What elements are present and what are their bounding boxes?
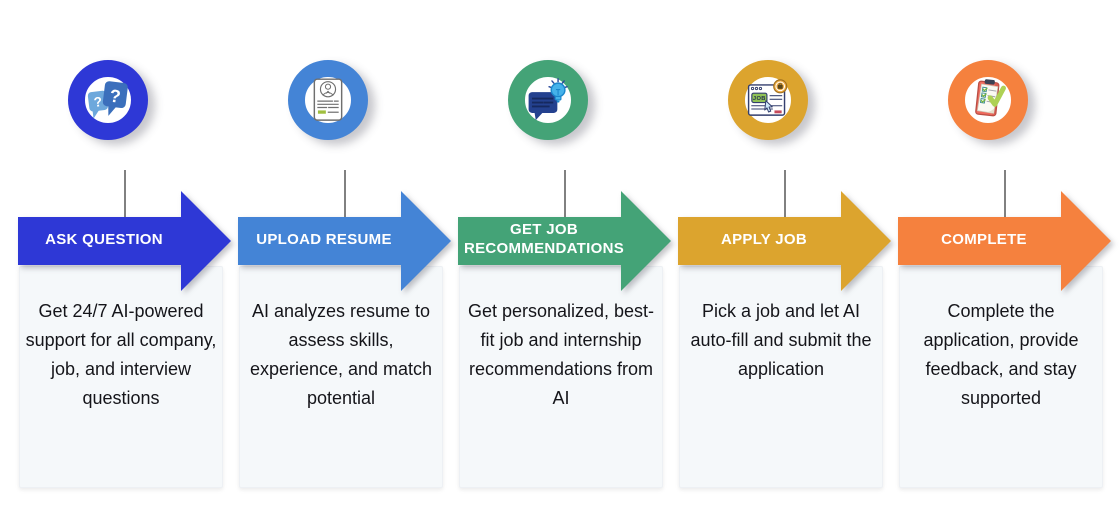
step-description: Pick a job and let AI auto-fill and subm… xyxy=(690,301,872,379)
step-label: ASK QUESTION xyxy=(45,230,163,248)
step-label: GET JOB RECOMMENDATIONS xyxy=(463,221,625,257)
step-icon-circle: JOB xyxy=(728,60,808,140)
job-posting-icon: JOB xyxy=(747,79,788,116)
step-icon-circle xyxy=(508,60,588,140)
connector-line xyxy=(344,170,346,218)
step-arrow-banner xyxy=(458,191,671,291)
step-description-panel: Get 24/7 AI-powered support for all comp… xyxy=(19,266,223,488)
step-column-get-job-recommendations: Get personalized, best-fit job and inter… xyxy=(458,0,678,509)
connector-line xyxy=(1004,170,1006,218)
step-arrow-banner xyxy=(18,191,231,291)
step-column-complete: Complete the application, provide feedba… xyxy=(898,0,1118,509)
step-label: UPLOAD RESUME xyxy=(256,230,392,248)
step-icon-circle: ? ? xyxy=(68,60,148,140)
step-description-panel: Pick a job and let AI auto-fill and subm… xyxy=(679,266,883,488)
step-description: Get personalized, best-fit job and inter… xyxy=(467,301,655,408)
resume-document-icon xyxy=(313,78,343,121)
question-glyph-right: ? xyxy=(108,86,121,107)
connector-line xyxy=(784,170,786,218)
step-icon-circle xyxy=(288,60,368,140)
step-label: APPLY JOB xyxy=(720,230,808,248)
step-description-panel: AI analyzes resume to assess skills, exp… xyxy=(239,266,443,488)
question-glyph-left: ? xyxy=(93,94,103,110)
connector-line xyxy=(564,170,566,218)
step-description-panel: Complete the application, provide feedba… xyxy=(899,266,1103,488)
step-icon-circle xyxy=(948,60,1028,140)
clipboard-checklist-icon xyxy=(975,79,1006,117)
step-description-panel: Get personalized, best-fit job and inter… xyxy=(459,266,663,488)
step-label: COMPLETE xyxy=(941,230,1027,248)
step-arrow-banner xyxy=(898,191,1111,291)
step-arrow-banner xyxy=(678,191,891,291)
job-button-text: JOB xyxy=(753,96,766,102)
question-bubbles-icon: ? ? xyxy=(87,81,128,119)
connector-line xyxy=(124,170,126,218)
step-arrow-banner xyxy=(238,191,451,291)
step-column-ask-question: Get 24/7 AI-powered support for all comp… xyxy=(18,0,238,509)
chat-lightbulb-icon xyxy=(528,78,568,121)
step-column-apply-job: Pick a job and let AI auto-fill and subm… xyxy=(678,0,898,509)
step-column-upload-resume: AI analyzes resume to assess skills, exp… xyxy=(238,0,458,509)
step-description: Complete the application, provide feedba… xyxy=(923,301,1079,408)
step-description: AI analyzes resume to assess skills, exp… xyxy=(249,301,433,408)
step-description: Get 24/7 AI-powered support for all comp… xyxy=(25,301,217,408)
